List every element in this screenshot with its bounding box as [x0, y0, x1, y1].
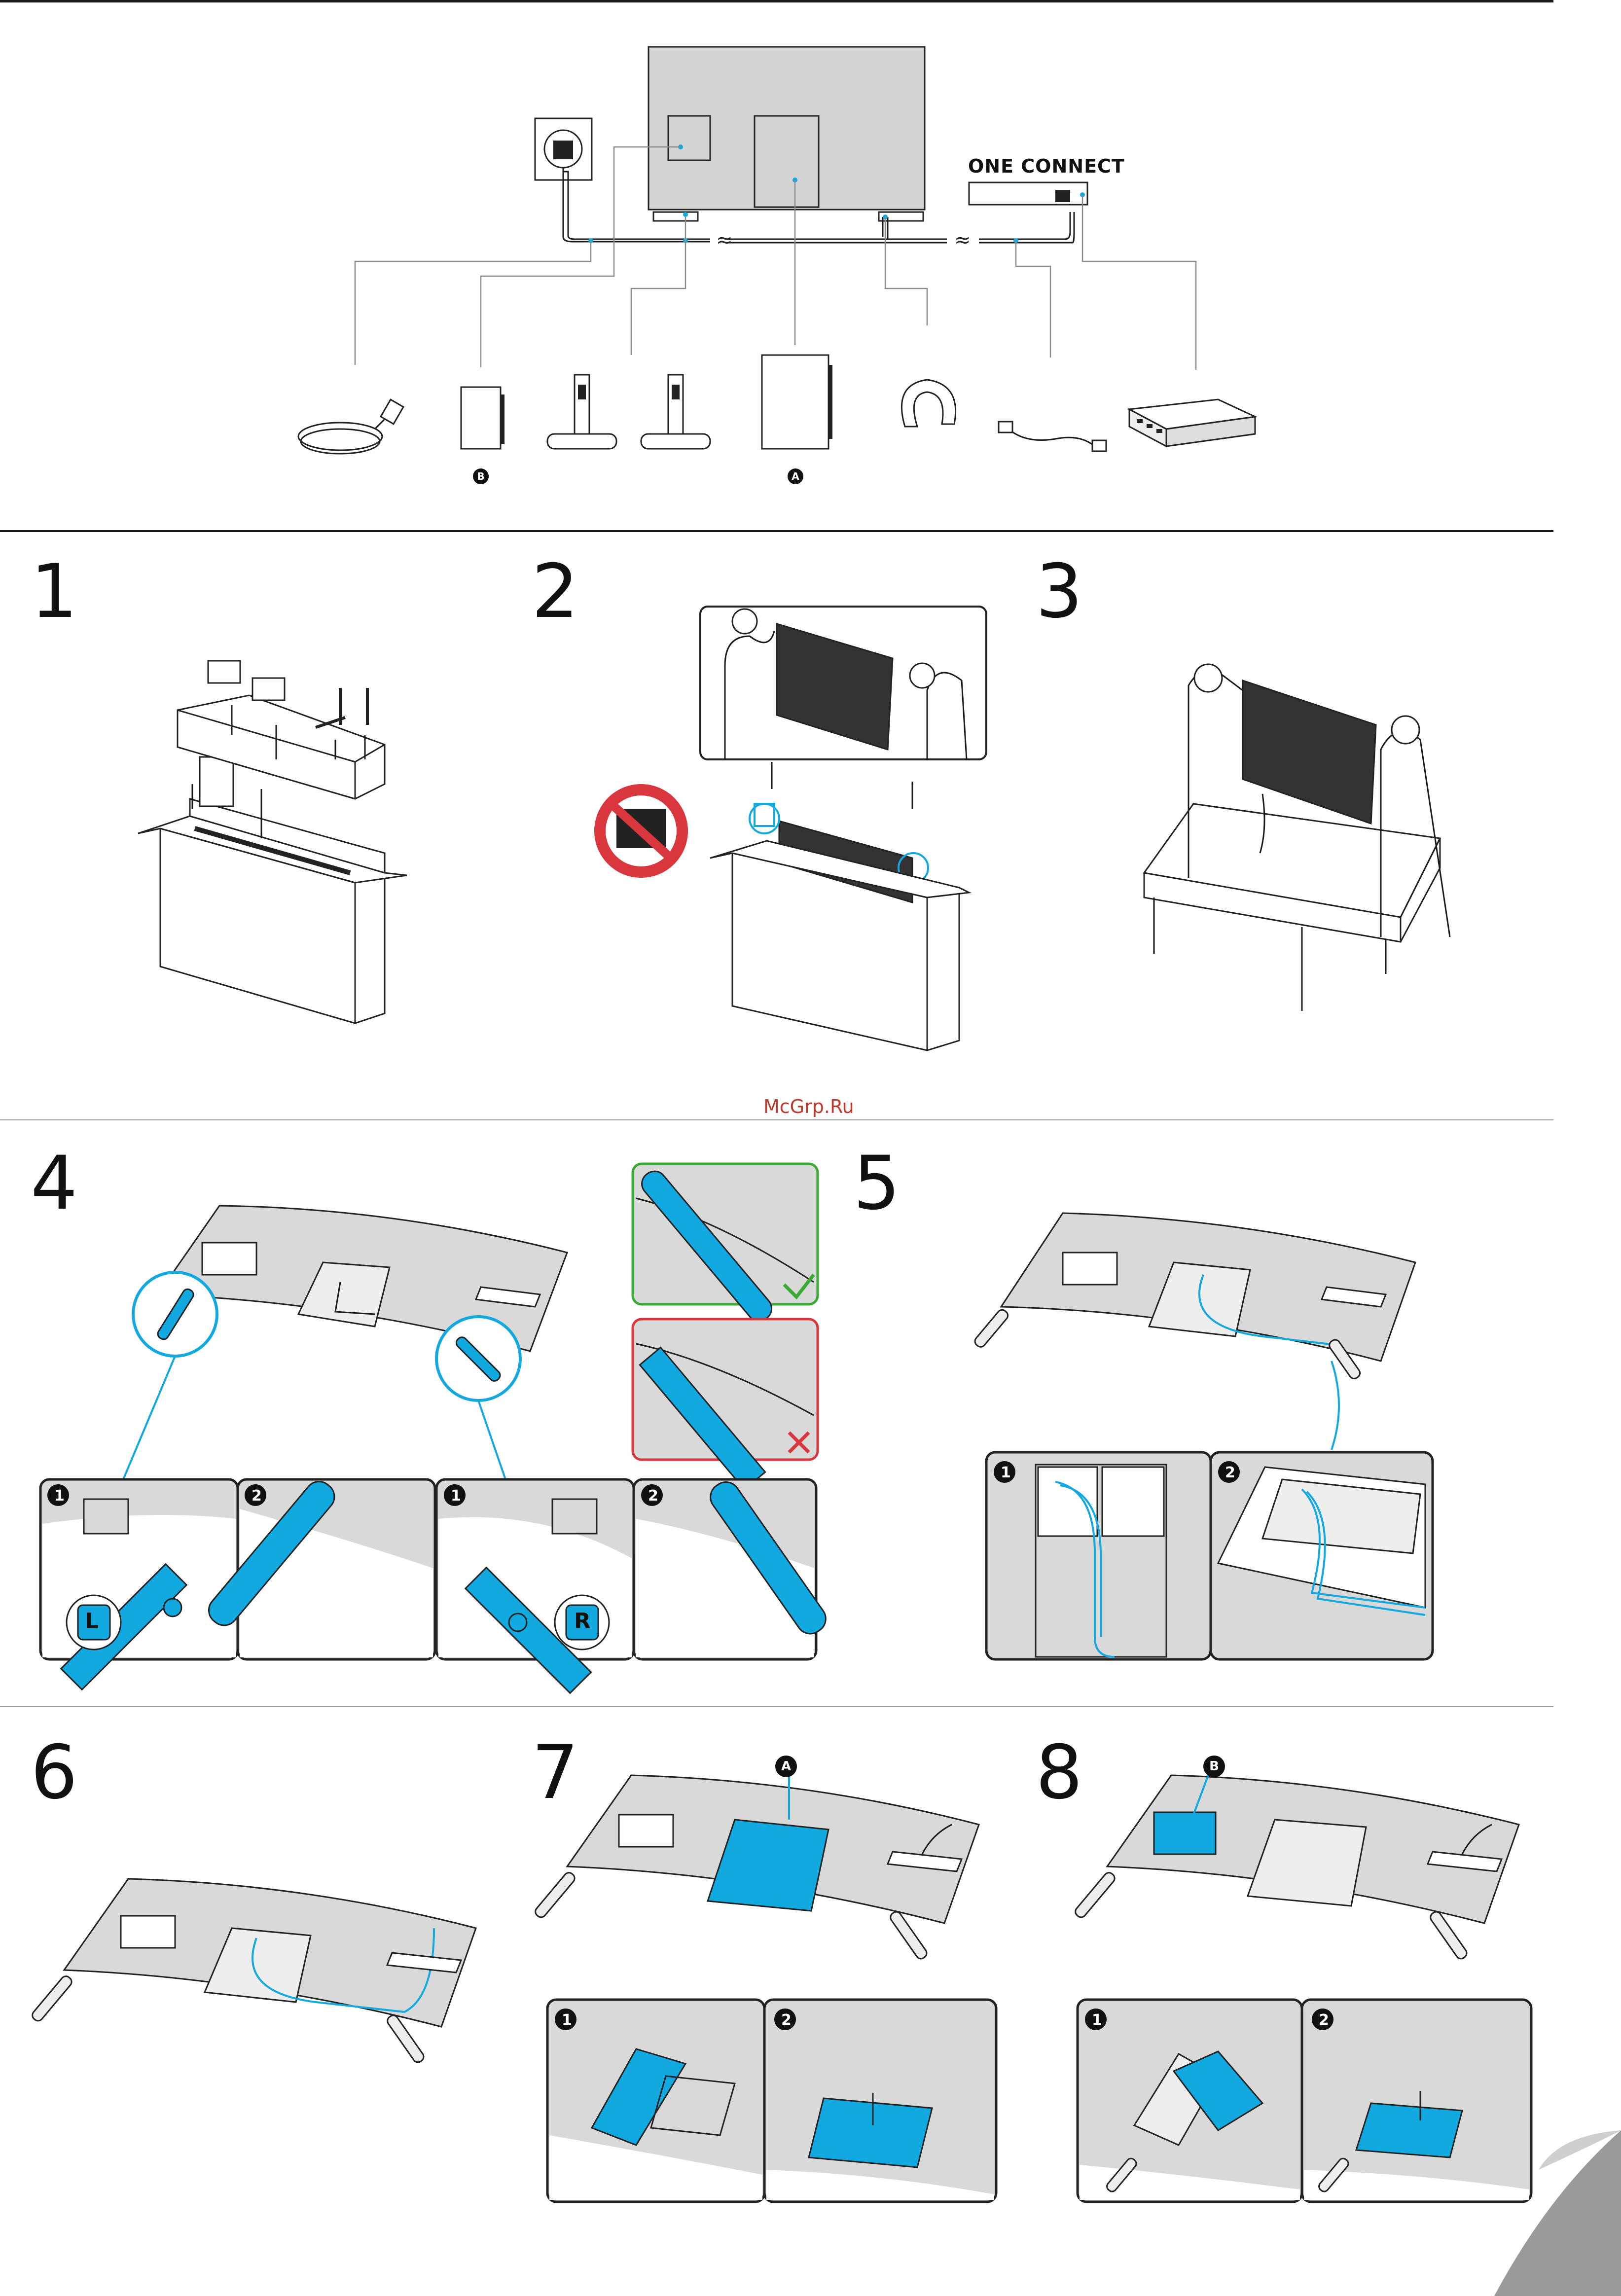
- sub-step-8-2: 2: [1319, 2011, 1329, 2029]
- step8-tv-back: [1074, 1775, 1519, 1961]
- sub-step-7-1: 1: [562, 2011, 572, 2029]
- sub-step-8-1: 1: [1092, 2011, 1102, 2029]
- step8-detail: 1 2: [1078, 2000, 1531, 2202]
- callout-cover-b: B: [1203, 1756, 1225, 1777]
- step6-tv-back: [31, 1879, 476, 2064]
- step7-detail: 1 2: [547, 2000, 996, 2202]
- callout-cover-a: A: [775, 1756, 797, 1777]
- sub-step-7-2: 2: [781, 2011, 792, 2029]
- step7-tv-back: [534, 1775, 979, 1961]
